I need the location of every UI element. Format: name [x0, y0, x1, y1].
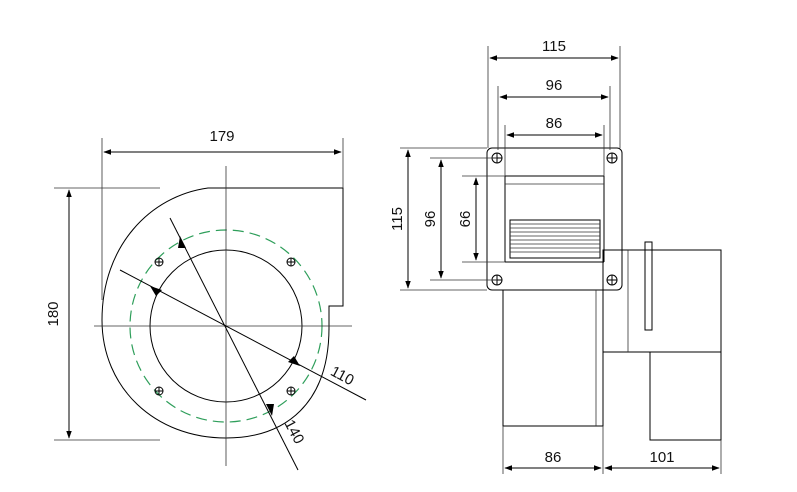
front-width-label: 179	[209, 128, 234, 145]
front-height-label: 180	[45, 301, 62, 326]
mounting-flange	[486, 147, 623, 291]
side-bottom-86-label: 86	[545, 449, 562, 466]
motor	[602, 249, 722, 353]
side-top-96-label: 96	[546, 77, 563, 94]
side-view: 115 96 86 115 96 66 86 101	[389, 38, 722, 474]
diameter-110-label: 110	[328, 363, 357, 389]
side-left-115-label: 115	[389, 207, 406, 231]
motor-flange	[644, 241, 653, 331]
blower-body	[502, 290, 604, 427]
side-bottom-101-label: 101	[649, 449, 674, 466]
diameter-140-label: 140	[281, 417, 308, 447]
side-left-96-label: 96	[422, 211, 439, 228]
volute-housing	[101, 187, 344, 439]
fan-blades	[509, 219, 601, 259]
side-left-66-label: 66	[457, 211, 474, 228]
bolt-holes	[154, 257, 296, 396]
side-top-115-label: 115	[542, 38, 566, 55]
front-view: 179 180 110 140	[45, 128, 367, 471]
flange-holes	[491, 152, 618, 286]
side-top-86-label: 86	[546, 115, 563, 132]
